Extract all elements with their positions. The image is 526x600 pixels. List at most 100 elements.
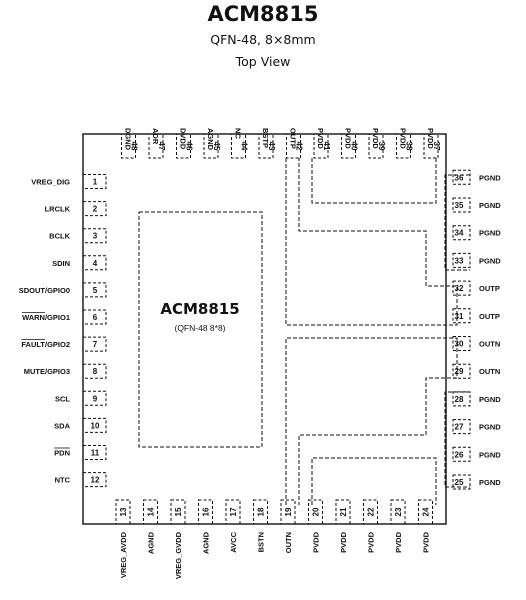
package-outline — [82, 133, 447, 525]
pin-label: VREG_AVDD — [119, 531, 128, 578]
pin-number: 31 — [455, 312, 464, 321]
pin-number: 35 — [455, 201, 464, 210]
pin-number: 28 — [455, 395, 464, 404]
pin-number: 10 — [91, 421, 100, 430]
pad-outn-bottom — [285, 337, 458, 505]
pad-pvdd-top — [311, 158, 437, 204]
pin-number: 38 — [405, 142, 414, 151]
pin-pad — [390, 499, 406, 525]
pin-label: PVDD — [394, 531, 403, 552]
pin-number: 25 — [455, 478, 464, 487]
pin-label: ADR — [151, 128, 160, 145]
pin-number: 29 — [455, 367, 464, 376]
pin-label: OUTP — [479, 284, 500, 293]
pin-number: 48 — [130, 142, 139, 151]
pin-number: 37 — [432, 142, 441, 151]
pad-outp-top — [285, 158, 458, 326]
pin-label: DVDD — [179, 128, 188, 150]
pin-pad — [286, 133, 301, 159]
pin-number: 34 — [455, 229, 464, 238]
pin-number: 24 — [422, 507, 431, 516]
pin-pad — [452, 391, 471, 407]
pin-label: PDN — [54, 449, 70, 458]
pin-label: PVDD — [371, 128, 380, 149]
pin-label: WARN/GPIO1 — [22, 313, 70, 322]
pin-number: 3 — [93, 232, 98, 241]
pin-pad — [82, 445, 107, 460]
pin-number: 46 — [185, 142, 194, 151]
pin-number: 21 — [339, 507, 348, 516]
pin-label: OUTP — [479, 312, 500, 321]
pin-number: 11 — [91, 449, 100, 458]
pin-label: PVDD — [344, 128, 353, 149]
pin-pad — [452, 363, 471, 379]
pin-pad — [452, 252, 471, 268]
pin-pad — [82, 390, 107, 406]
pin-number: 20 — [312, 507, 321, 516]
pin-number: 30 — [455, 340, 464, 349]
pin-pad — [363, 499, 378, 525]
pin-pad — [170, 499, 186, 525]
pin-label: PVDD — [367, 531, 376, 552]
pin-pad — [335, 499, 351, 525]
pin-label: AGND — [147, 531, 156, 554]
pin-number: 22 — [367, 507, 376, 516]
pin-pad — [82, 363, 107, 379]
pin-pad — [82, 336, 107, 352]
pin-pad — [452, 336, 471, 351]
pin-number: 41 — [322, 142, 331, 151]
pin-label: PGND — [479, 256, 501, 265]
pin-pad — [452, 419, 471, 435]
pin-label: AVCC — [229, 531, 238, 552]
pin-label: VREG_GVDD — [174, 531, 183, 579]
diagram-title: ACM8815 — [207, 2, 319, 26]
pin-pad — [143, 499, 158, 525]
pin-pad — [82, 309, 107, 325]
pin-label: PGND — [479, 201, 501, 210]
pin-pad — [308, 499, 323, 525]
pin-pad — [452, 308, 471, 324]
pin-number: 12 — [91, 476, 100, 485]
pin-pad — [368, 133, 384, 159]
pin-number: 15 — [174, 507, 183, 516]
pin-pad — [452, 169, 471, 185]
pin-number: 40 — [350, 142, 359, 151]
pin-number: 19 — [284, 507, 293, 516]
pin-pad — [225, 499, 241, 525]
pin-label: LRCLK — [45, 205, 71, 214]
pin-label: BSTP — [261, 128, 270, 148]
pin-number: 42 — [295, 142, 304, 151]
pin-pad — [82, 255, 107, 271]
pin-label: SDIN — [52, 259, 70, 268]
pin-pad — [82, 472, 107, 488]
pad-pgnd-right-bottom — [444, 391, 470, 488]
chip-package-note: (QFN-48 8*8) — [174, 323, 225, 333]
pin-label: SDA — [54, 421, 70, 430]
pin-label: AGND — [206, 128, 215, 151]
pin-label: NTC — [55, 476, 71, 485]
pin-pad — [452, 474, 471, 490]
pin-pad — [313, 133, 329, 159]
pin-label: PGND — [479, 478, 501, 487]
pin-label: SDOUT/GPIO0 — [19, 286, 70, 295]
pin-label: VREG_DIG — [31, 178, 70, 187]
pin-label: OUTP — [289, 128, 298, 149]
pin-label: OUTN — [479, 367, 500, 376]
pin-pad — [82, 228, 107, 244]
pin-label: PVDD — [399, 128, 408, 149]
pin-number: 6 — [93, 313, 98, 322]
pin-number: 7 — [93, 340, 98, 349]
pin-number: 16 — [202, 507, 211, 516]
pin-label: SCL — [55, 394, 70, 403]
pin-label: AGND — [202, 531, 211, 554]
pin-number: 43 — [267, 142, 276, 151]
pin-label: DGND — [124, 128, 133, 151]
pin-label: BCLK — [49, 232, 70, 241]
pin-number: 32 — [455, 284, 464, 293]
pin-pad — [253, 499, 268, 525]
pin-pad — [121, 133, 136, 159]
pin-pad — [423, 133, 439, 159]
pin-number: 5 — [93, 286, 98, 295]
die-area — [138, 211, 263, 448]
